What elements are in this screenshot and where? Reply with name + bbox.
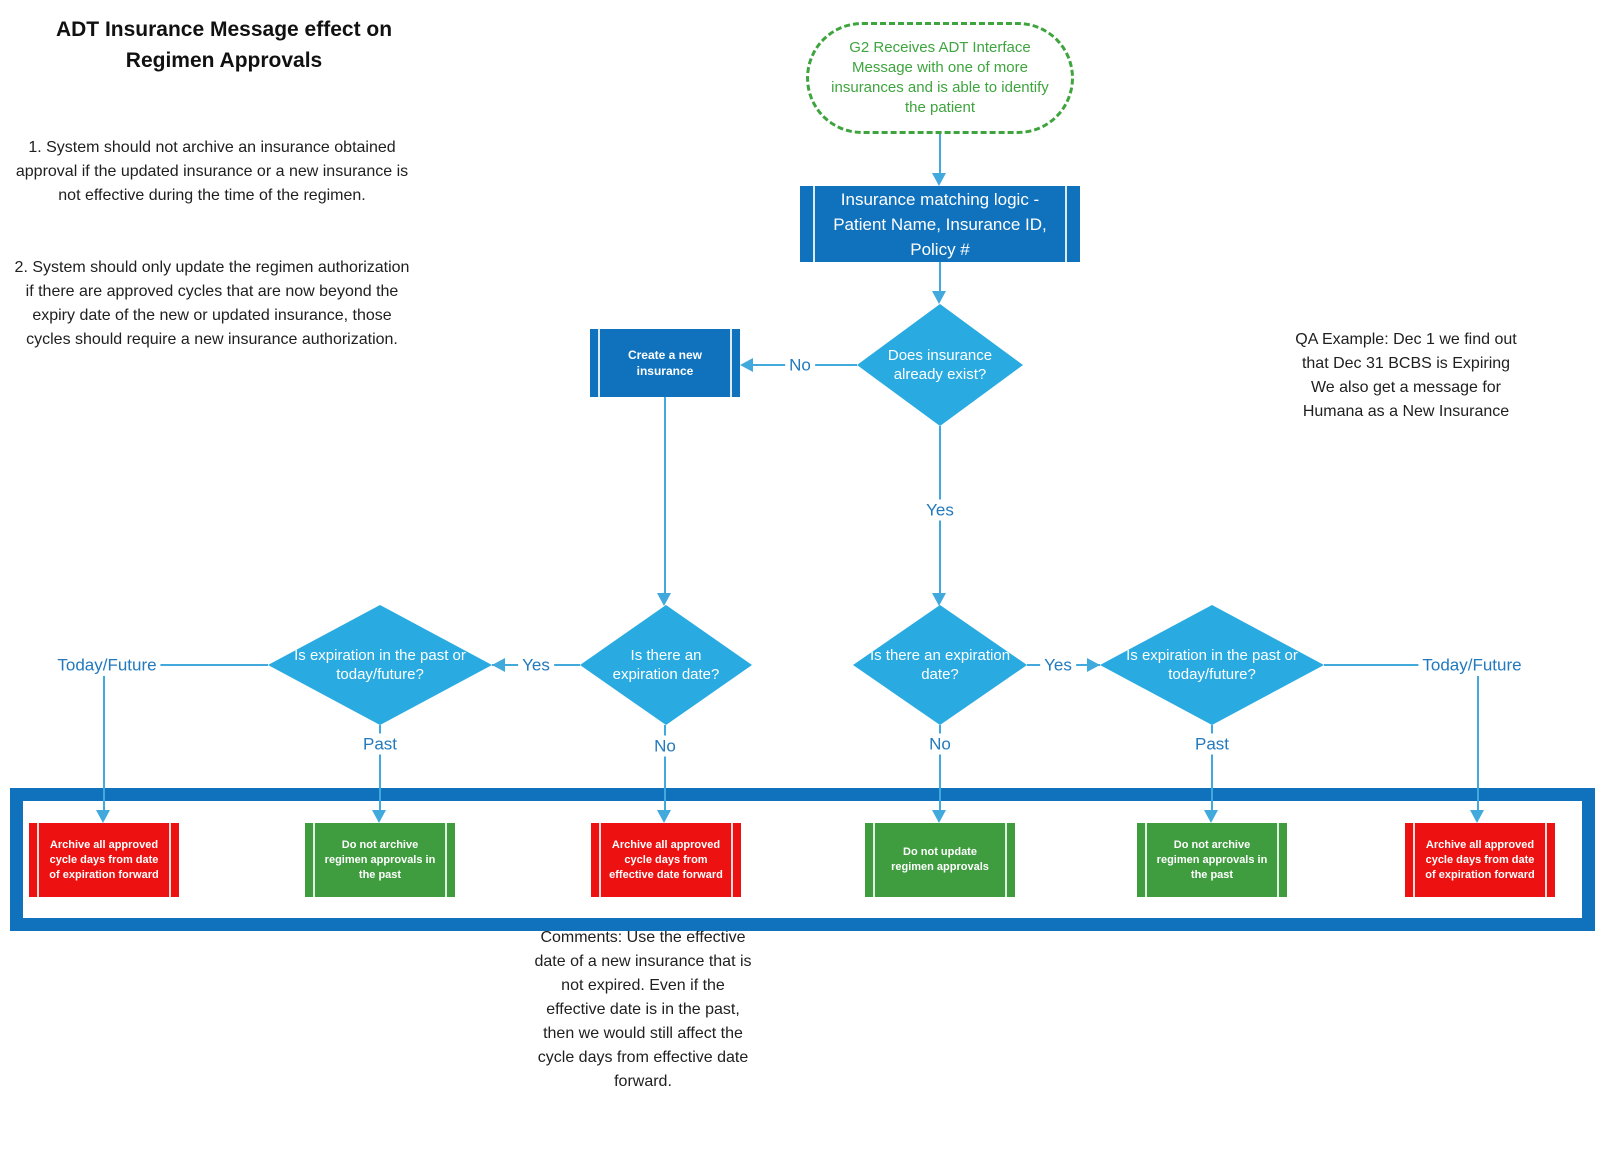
arrowhead-icon [1470, 810, 1484, 823]
diagram-title: ADT Insurance Message effect on Regimen … [55, 18, 393, 72]
connector-line [664, 725, 666, 810]
outcome-box-4: Do not update regimen approvals [865, 823, 1015, 897]
decision-insurance-exists: Does insurance already exist? [857, 304, 1023, 426]
decision-has-expiration-right: Is there an expiration date? [853, 605, 1027, 725]
outcome-box-3: Archive all approved cycle days from eff… [591, 823, 741, 897]
connector-line [939, 134, 941, 174]
connector-line [104, 664, 268, 666]
edge-label-no-left: No [650, 735, 680, 757]
matching-logic-node: Insurance matching logic - Patient Name,… [800, 186, 1080, 262]
matching-logic-label: Insurance matching logic - Patient Name,… [833, 189, 1047, 259]
outcome-box-6-label: Archive all approved cycle days from dat… [1425, 838, 1535, 881]
connector-line [1211, 725, 1213, 810]
qa-example-note: QA Example: Dec 1 we find out that Dec 3… [1295, 331, 1517, 420]
arrowhead-icon [657, 593, 671, 606]
decision-has-expiration-left: Is there an expiration date? [580, 605, 752, 725]
outcome-box-2: Do not archive regimen approvals in the … [305, 823, 455, 897]
arrowhead-icon [932, 291, 946, 304]
outcome-box-1-label: Archive all approved cycle days from dat… [49, 838, 159, 881]
arrowhead-icon [932, 810, 946, 823]
requirement-note-1: 1. System should not archive an insuranc… [15, 139, 409, 204]
edge-label-yes-exists: Yes [922, 499, 958, 521]
outcome-box-4-label: Do not update regimen approvals [891, 846, 989, 873]
connector-line [103, 676, 105, 810]
decision-expiration-past-right-label: Is expiration in the past or today/futur… [1126, 647, 1298, 683]
arrowhead-icon [492, 658, 505, 672]
create-insurance-node: Create a new insurance [590, 329, 740, 397]
edge-label-yes-left: Yes [518, 654, 554, 676]
edge-label-today-future-left: Today/Future [53, 654, 161, 676]
arrowhead-icon [372, 810, 386, 823]
arrowhead-icon [1204, 810, 1218, 823]
connector-line [939, 725, 941, 810]
edge-label-yes-right: Yes [1040, 654, 1076, 676]
decision-has-expiration-left-label: Is there an expiration date? [612, 647, 720, 683]
comments-note: Comments: Use the effective date of a ne… [534, 929, 752, 1090]
outcome-box-5-label: Do not archive regimen approvals in the … [1156, 838, 1268, 881]
start-node: G2 Receives ADT Interface Message with o… [806, 22, 1074, 134]
create-insurance-label: Create a new insurance [627, 348, 703, 378]
decision-expiration-past-left-label: Is expiration in the past or today/futur… [294, 647, 466, 683]
arrowhead-icon [1087, 658, 1100, 672]
decision-insurance-exists-label: Does insurance already exist? [887, 347, 993, 383]
connector-line [1477, 676, 1479, 810]
arrowhead-icon [932, 173, 946, 186]
arrowhead-icon [932, 593, 946, 606]
decision-has-expiration-right-label: Is there an expiration date? [869, 647, 1011, 683]
edge-label-past-left: Past [358, 733, 402, 755]
connector-line [664, 397, 666, 594]
requirement-note-2: 2. System should only update the regimen… [14, 259, 410, 348]
arrowhead-icon [740, 358, 753, 372]
outcome-box-6: Archive all approved cycle days from dat… [1405, 823, 1555, 897]
connector-line [379, 725, 381, 810]
start-node-label: G2 Receives ADT Interface Message with o… [831, 39, 1049, 116]
arrowhead-icon [96, 810, 110, 823]
connector-line [939, 262, 941, 292]
edge-label-today-future-right: Today/Future [1418, 654, 1526, 676]
outcome-box-5: Do not archive regimen approvals in the … [1137, 823, 1287, 897]
outcome-box-1: Archive all approved cycle days from dat… [29, 823, 179, 897]
edge-label-no-create: No [785, 354, 815, 376]
decision-expiration-past-right: Is expiration in the past or today/futur… [1100, 605, 1324, 725]
outcome-box-2-label: Do not archive regimen approvals in the … [324, 838, 436, 881]
outcomes-container [10, 788, 1595, 931]
connector-line [1324, 664, 1478, 666]
edge-label-past-right: Past [1190, 733, 1234, 755]
outcome-box-3-label: Archive all approved cycle days from eff… [609, 838, 723, 881]
edge-label-no-right: No [925, 733, 955, 755]
decision-expiration-past-left: Is expiration in the past or today/futur… [268, 605, 492, 725]
arrowhead-icon [657, 810, 671, 823]
